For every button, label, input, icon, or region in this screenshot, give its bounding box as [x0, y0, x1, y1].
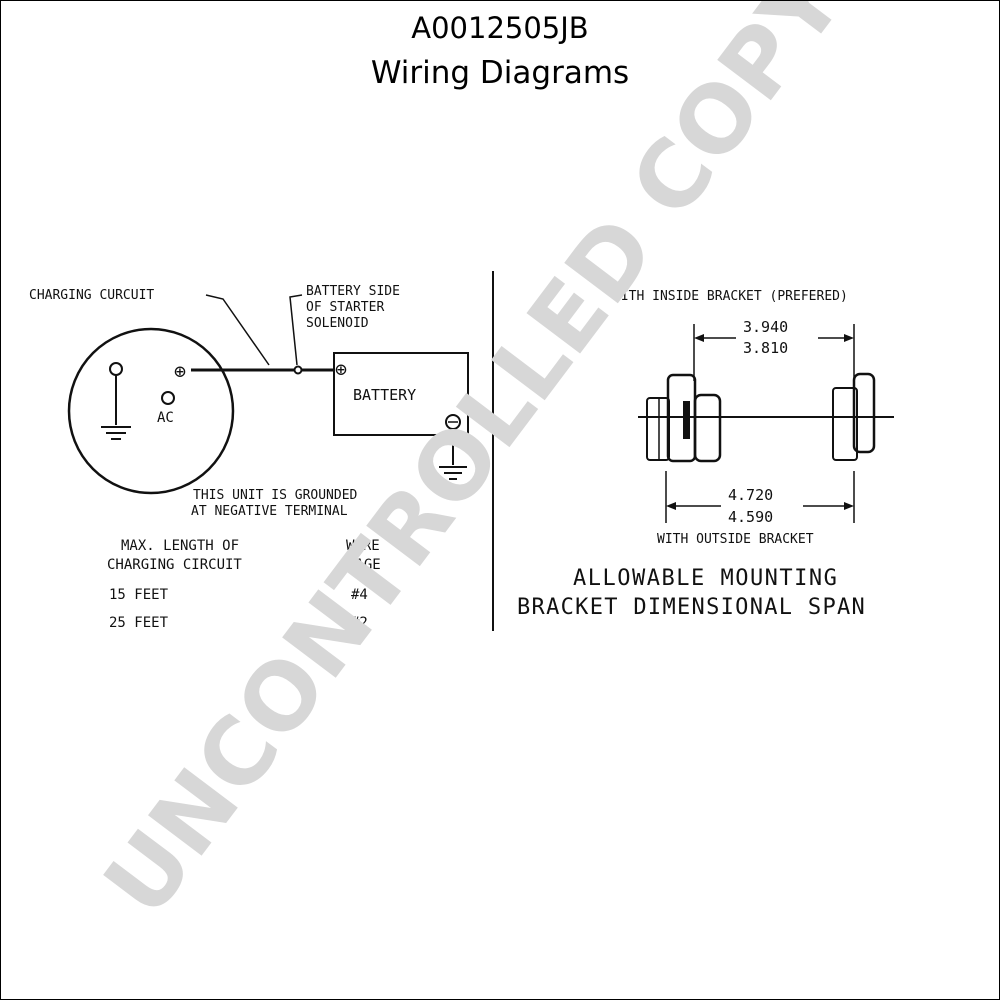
- table-header-gage-1: WIRE: [346, 538, 380, 554]
- table-row-2-length: 25 FEET: [109, 615, 169, 631]
- battery-ground-symbol-icon: [439, 466, 467, 480]
- alternator-positive-terminal: ⊕: [174, 359, 186, 383]
- inside-dim-arrow-left: [694, 334, 704, 342]
- inside-dim-max: 3.940: [743, 318, 788, 336]
- inside-bracket-label: WITH INSIDE BRACKET (PREFERED): [613, 289, 848, 304]
- inside-dim-arrow-right: [844, 334, 854, 342]
- outside-dim-min: 4.590: [728, 508, 773, 526]
- right-bracket-assembly: [832, 372, 876, 461]
- left-bracket-assembly: [646, 373, 722, 463]
- wiring-diagram: ⊕ AC CHARGING CURCUIT BATTERY SIDE OF ST…: [29, 284, 469, 519]
- alternator-circle: [67, 327, 235, 495]
- document-id: A0012505JB: [411, 11, 589, 45]
- ground-note-line-1: THIS UNIT IS GROUNDED: [193, 488, 358, 503]
- document-title: Wiring Diagrams: [370, 55, 630, 91]
- battery-side-label-1: BATTERY SIDE: [306, 284, 400, 299]
- table-header-length-2: CHARGING CIRCUIT: [107, 557, 242, 573]
- uncontrolled-copy-watermark: UNCONTROLLED COPY: [84, 1, 865, 935]
- battery-label: BATTERY: [353, 386, 416, 404]
- table-header-length-1: MAX. LENGTH OF: [121, 538, 239, 554]
- ac-label: AC: [157, 410, 174, 426]
- table-row-1-gage: #4: [351, 587, 368, 603]
- charging-circuit-leader: [205, 294, 270, 366]
- inside-dim-min: 3.810: [743, 339, 788, 357]
- outside-dim-max: 4.720: [728, 486, 773, 504]
- ac-terminal: [161, 391, 175, 405]
- battery-side-label-2: OF STARTER: [306, 300, 384, 315]
- battery-box: [333, 352, 469, 436]
- ground-note-line-2: AT NEGATIVE TERMINAL: [191, 504, 348, 519]
- battery-side-leader: [289, 294, 303, 366]
- table-header-gage-2: GAGE: [347, 557, 381, 573]
- table-row-1-length: 15 FEET: [109, 587, 169, 603]
- outside-dim-arrow-right: [844, 502, 854, 510]
- battery-side-label-3: SOLENOID: [306, 316, 369, 331]
- solenoid-junction: [293, 365, 303, 375]
- bracket-diagram: WITH INSIDE BRACKET (PREFERED) 3.940 3.8…: [517, 289, 894, 620]
- wire-gage-table: MAX. LENGTH OF CHARGING CIRCUIT WIRE GAG…: [107, 538, 381, 631]
- bracket-caption-line-1: ALLOWABLE MOUNTING: [573, 566, 838, 591]
- bracket-caption-line-2: BRACKET DIMENSIONAL SPAN: [517, 595, 866, 620]
- table-row-2-gage: #2: [351, 615, 368, 631]
- battery-positive-terminal: ⊕: [335, 357, 347, 381]
- outside-bracket-label: WITH OUTSIDE BRACKET: [657, 532, 814, 547]
- outside-dim-arrow-left: [666, 502, 676, 510]
- ground-terminal: [109, 362, 123, 376]
- alternator-ground-symbol-icon: [101, 426, 131, 440]
- charging-circuit-label: CHARGING CURCUIT: [29, 288, 154, 303]
